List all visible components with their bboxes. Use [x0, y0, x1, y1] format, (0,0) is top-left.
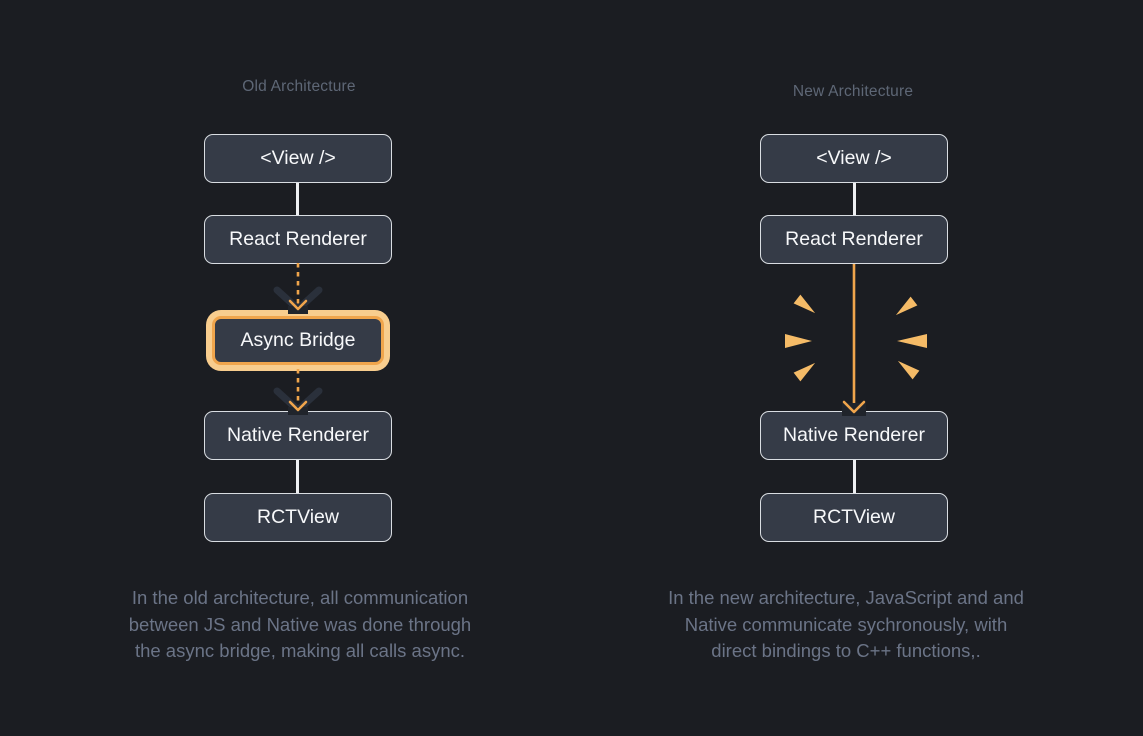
node-view-new-label: <View /> — [816, 147, 892, 169]
solid-sync-arrow-icon — [785, 264, 927, 416]
node-native-renderer-old-label: Native Renderer — [227, 424, 369, 446]
old-architecture-title: Old Architecture — [242, 78, 356, 95]
orange-arrowhead-icon — [288, 299, 308, 311]
node-react-renderer-new-label: React Renderer — [785, 228, 923, 250]
node-native-renderer-new-label: Native Renderer — [783, 424, 925, 446]
node-rctview-new: RCTView — [760, 493, 948, 542]
node-async-bridge-label: Async Bridge — [240, 329, 356, 351]
new-architecture-title: New Architecture — [792, 83, 914, 100]
node-rctview-new-label: RCTView — [813, 506, 895, 528]
dashed-arrow-react-to-bridge-icon — [273, 263, 323, 314]
node-view-old-label: <View /> — [260, 147, 336, 169]
node-rctview-old: RCTView — [204, 493, 392, 542]
new-caption-line-2: Native communicate sychronously, with — [684, 613, 1008, 635]
node-native-renderer-new: Native Renderer — [760, 411, 948, 460]
node-react-renderer-new: React Renderer — [760, 215, 948, 264]
new-architecture-caption: In the new architecture, JavaScript and … — [616, 585, 1076, 665]
old-caption-line-2: between JS and Native was done through — [128, 613, 472, 635]
node-native-renderer-old: Native Renderer — [204, 411, 392, 460]
new-caption-line-1: In the new architecture, JavaScript and … — [668, 587, 1024, 608]
spark-burst-left-icon — [785, 294, 816, 382]
connector-view-react-new — [853, 183, 856, 215]
old-caption-line-3: the async bridge, making all calls async… — [134, 640, 466, 661]
old-caption-line-1: In the old architecture, all communicati… — [131, 587, 469, 608]
node-view-old: <View /> — [204, 134, 392, 183]
node-rctview-old-label: RCTView — [257, 506, 339, 528]
connector-native-rctview-old — [296, 460, 299, 493]
node-async-bridge-highlighted: Async Bridge — [212, 316, 384, 365]
old-architecture-caption: In the old architecture, all communicati… — [70, 585, 530, 665]
spark-burst-right-icon — [895, 296, 927, 380]
dashed-arrow-bridge-to-native-icon — [273, 369, 323, 415]
orange-arrowhead-icon — [288, 400, 308, 412]
new-caption-line-3: direct bindings to C++ functions,. — [711, 640, 981, 661]
node-react-renderer-old: React Renderer — [204, 215, 392, 264]
node-react-renderer-old-label: React Renderer — [229, 228, 367, 250]
node-view-new: <View /> — [760, 134, 948, 183]
orange-arrowhead-icon — [842, 400, 866, 414]
connector-native-rctview-new — [853, 460, 856, 493]
connector-view-react-old — [296, 183, 299, 215]
